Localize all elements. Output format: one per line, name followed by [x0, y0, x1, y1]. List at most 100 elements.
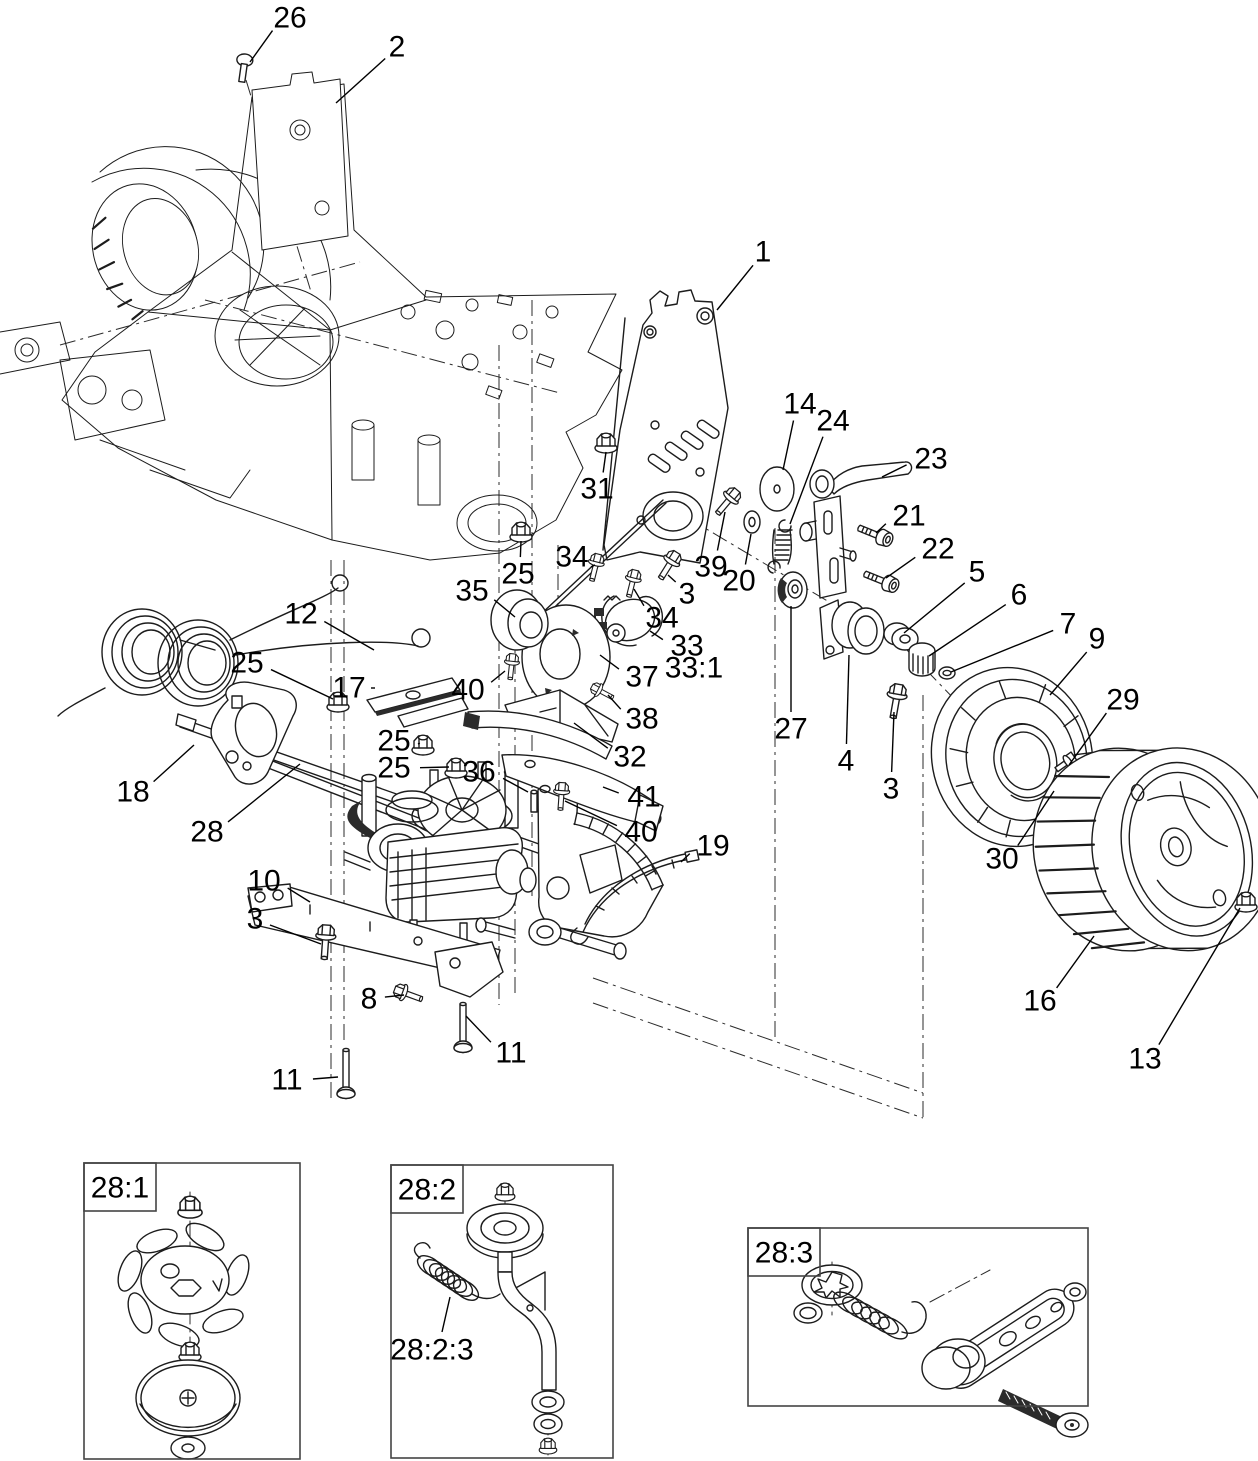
callout-label-39: 39: [694, 551, 727, 584]
callout-label-1: 1: [755, 236, 772, 269]
callout-leader-25: [417, 742, 421, 745]
callout-label-31: 31: [580, 473, 613, 506]
inset-box-28:2: [390, 1164, 614, 1459]
callout-label-13: 13: [1128, 1043, 1161, 1076]
callout-leader-39: [716, 511, 726, 551]
callout-leader-7: [950, 629, 1054, 673]
callout-leader-16: [1056, 935, 1095, 989]
callout-leader-19: [680, 853, 691, 863]
callout-label-3: 3: [247, 903, 264, 936]
belt-guard-part41: [463, 710, 664, 832]
callout-label-25: 25: [501, 558, 534, 591]
inset-label-box-28:2: [390, 1164, 464, 1214]
ratchet-disc-part27: [777, 571, 808, 609]
callout-label-8: 8: [361, 983, 378, 1016]
callout-leader-26: [249, 30, 274, 63]
callout-label-34: 34: [555, 541, 588, 574]
callout-label-25: 25: [377, 752, 410, 785]
callout-label-25: 25: [377, 725, 410, 758]
callout-leader-3: [890, 711, 895, 773]
callout-label-40: 40: [624, 816, 657, 849]
callout-label-40: 40: [451, 674, 484, 707]
callout-leader-38: [607, 694, 622, 710]
callout-label-5: 5: [969, 556, 986, 589]
callout-leader-35: [493, 599, 516, 618]
inset-label-box-28:3: [747, 1227, 821, 1277]
mount-plate-part10: [247, 883, 504, 998]
callout-label-18: 18: [116, 776, 149, 809]
spring-28-2-3: [413, 1241, 501, 1301]
callout-label-32: 32: [613, 741, 646, 774]
callout-leader-4: [845, 654, 850, 745]
callout-leader-18: [153, 744, 195, 783]
callout-leader-30: [1017, 790, 1055, 846]
callout-label-7: 7: [1060, 608, 1077, 641]
callout-leader-28: [227, 763, 301, 823]
callout-label-16: 16: [1023, 985, 1056, 1018]
pin-part26: [236, 53, 254, 83]
callout-leader-29: [1068, 712, 1107, 766]
callout-label-22: 22: [921, 533, 954, 566]
inset-28-1-art: [117, 1191, 250, 1460]
callout-leader-31: [602, 451, 607, 473]
transmission-assembly: [344, 761, 537, 954]
inset-label-28:3: 28:3: [755, 1237, 813, 1270]
callout-leader-11: [465, 1015, 492, 1043]
callout-label-36: 36: [462, 756, 495, 789]
callout-label-6: 6: [1011, 579, 1028, 612]
callout-label-37: 37: [625, 661, 658, 694]
snap-ring-part7: [938, 666, 956, 680]
callout-leader-37: [599, 654, 620, 670]
callout-label-26: 26: [273, 2, 306, 35]
callout-label-38: 38: [625, 703, 658, 736]
callout-leader-32: [573, 722, 609, 749]
inset-box-28:1: [83, 1162, 301, 1460]
bearing-housing-part4: [819, 599, 885, 660]
callout-label-3: 3: [883, 773, 900, 806]
sublabel-leader-28:2:3: [441, 1296, 451, 1333]
bracket-plate-part1: [539, 289, 729, 619]
inset-label-28:2: 28:2: [398, 1174, 456, 1207]
callout-label-21: 21: [892, 500, 925, 533]
bushing-part5: [883, 622, 919, 651]
callout-label-17: 17: [332, 672, 365, 705]
callout-label-25: 25: [230, 647, 263, 680]
callout-leader-1: [716, 264, 754, 311]
stud-part36: [530, 789, 538, 813]
callout-label-34: 34: [645, 602, 678, 635]
callout-label-30: 30: [985, 843, 1018, 876]
callout-leader-41: [602, 786, 619, 794]
inset-label-box-28:1: [83, 1162, 157, 1212]
callout-leader-6: [928, 603, 1007, 657]
callout-label-35: 35: [455, 575, 488, 608]
callout-leader-2: [335, 57, 386, 104]
callout-leader-13: [1158, 907, 1241, 1045]
callout-label-24: 24: [816, 405, 849, 438]
lever-bracket-part23: [799, 461, 913, 599]
callout-label-19: 19: [696, 830, 729, 863]
callout-leader-25: [270, 668, 334, 700]
callout-label-11: 11: [271, 1064, 302, 1097]
callout-leader-9: [1049, 651, 1088, 696]
callout-leader-22: [885, 556, 916, 579]
callout-label-41: 41: [627, 781, 660, 814]
callout-label-10: 10: [247, 865, 280, 898]
callout-label-33:1: 33:1: [665, 652, 723, 685]
callout-leader-5: [903, 582, 966, 634]
callout-label-28: 28: [190, 816, 223, 849]
callout-leader-3: [269, 924, 322, 945]
callout-leader-20: [744, 533, 752, 565]
construction-lines: [59, 79, 1246, 1120]
clutch-assembly-part33: [588, 595, 664, 647]
torsion-spring-part12: [57, 574, 431, 717]
callout-leader-40: [564, 800, 618, 827]
callout-leader-8: [384, 994, 405, 998]
wheel-part16: [1032, 747, 1258, 952]
inset-box-28:3: [747, 1227, 1089, 1407]
callout-label-4: 4: [838, 745, 855, 778]
callout-leader-3: [667, 574, 677, 583]
pinion-gear-part6: [908, 642, 936, 677]
callout-leader-25: [519, 540, 522, 558]
